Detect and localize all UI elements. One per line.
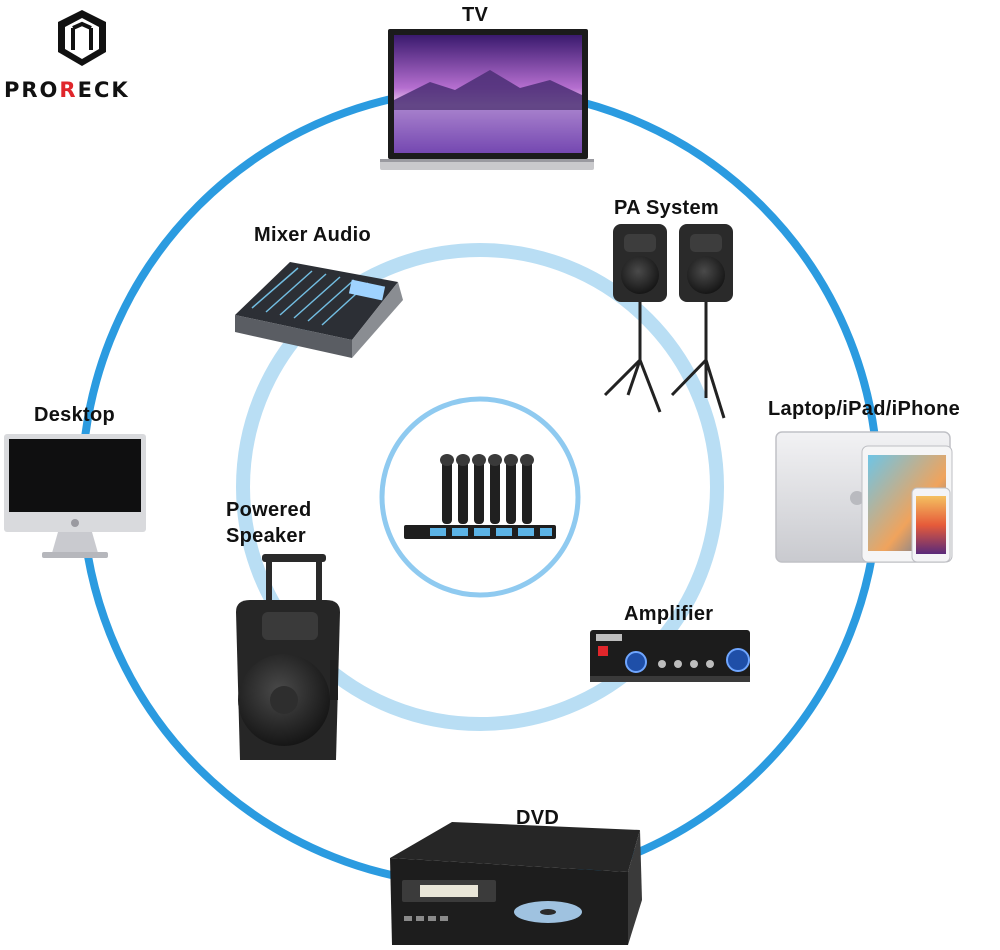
tv-label: TV — [462, 4, 489, 26]
dvd-label: DVD — [516, 807, 560, 829]
amplifier-label: Amplifier — [624, 603, 714, 625]
inner-ring — [379, 396, 581, 598]
desktop-icon — [4, 434, 146, 558]
laptop-ipad-iphone-label: Laptop/iPad/iPhone — [768, 398, 961, 420]
amplifier-icon — [590, 630, 750, 682]
pa-system-icon — [603, 224, 733, 419]
dvd-icon — [390, 822, 642, 945]
mixer-audio-label: Mixer Audio — [254, 224, 372, 246]
mixer-audio-icon — [235, 262, 403, 358]
tv-icon — [380, 29, 594, 170]
desktop-label: Desktop — [34, 404, 116, 426]
powered-speaker-label-line1: Powered — [226, 499, 312, 521]
powered-speaker-label-line2: Speaker — [226, 525, 306, 547]
laptop-ipad-iphone-icon — [775, 431, 953, 563]
wireless-microphone-receiver-icon — [404, 454, 556, 539]
powered-speaker-label: Powered Speaker — [226, 497, 311, 549]
brand-logo-text: PRORECK — [4, 78, 130, 102]
proreck-logo-icon — [58, 10, 106, 66]
powered-speaker-icon — [236, 554, 340, 760]
pa-system-label: PA System — [614, 197, 719, 219]
middle-ring — [236, 243, 724, 731]
